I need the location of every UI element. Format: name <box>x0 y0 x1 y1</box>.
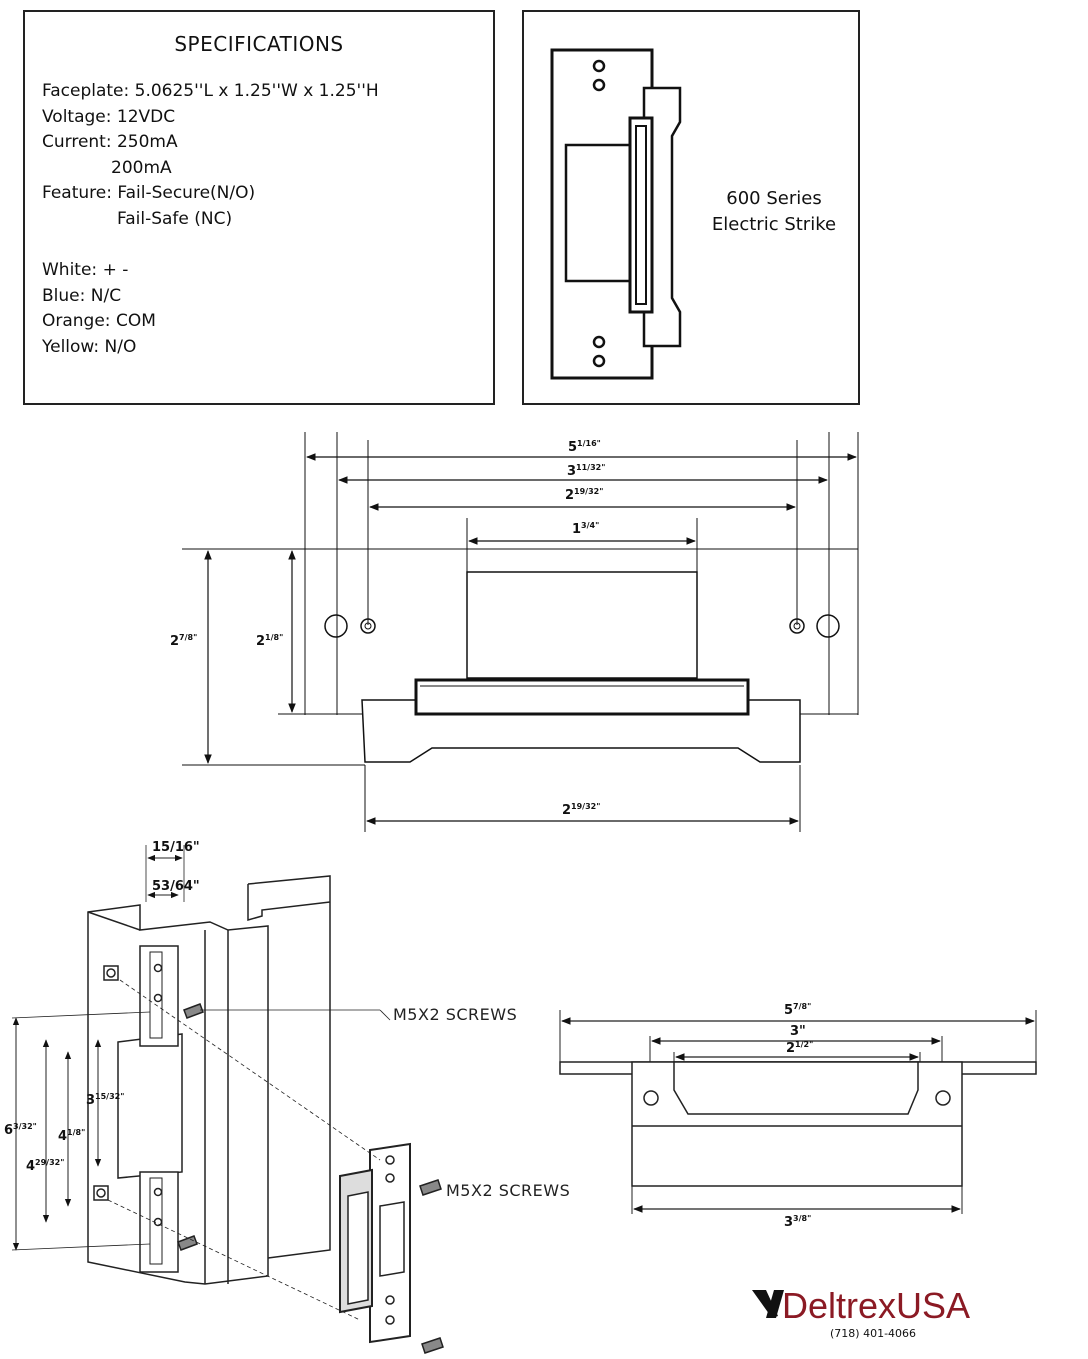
dim-top-holes: 3" <box>790 1024 806 1039</box>
specifications-title: SPECIFICATIONS <box>174 32 344 56</box>
dim-base-width: 219/32" <box>562 802 600 818</box>
specifications-panel: SPECIFICATIONS Faceplate: 5.0625''L x 1.… <box>23 10 495 405</box>
dim-hole-inner: 219/32" <box>565 487 603 503</box>
spec-wire-orange: Orange: COM <box>42 311 156 331</box>
brand-name: DeltrexUSA <box>782 1285 970 1326</box>
installation-drawing <box>11 845 444 1354</box>
model-series: 600 Series <box>726 188 822 209</box>
dim-hole-outer: 311/32" <box>567 463 605 479</box>
spec-wire-yellow: Yellow: N/O <box>42 337 137 357</box>
dim-top-body: 33/8" <box>784 1214 811 1230</box>
dim-overall-width: 51/16" <box>568 439 601 455</box>
dim-top-1: 15/16" <box>152 840 200 855</box>
screws-label-top: M5X2 SCREWS <box>393 1005 517 1024</box>
strike-front-drawing <box>550 48 682 380</box>
brand-logo: DeltrexUSA (718) 401-4066 <box>752 1285 970 1340</box>
screws-label-bottom: M5X2 SCREWS <box>446 1181 570 1200</box>
spec-feature-alt: Fail-Safe (NC) <box>117 209 233 229</box>
dim-plate-height: 21/8" <box>256 633 283 649</box>
brand-phone: (718) 401-4066 <box>830 1327 916 1340</box>
dim-keeper-width: 13/4" <box>572 521 599 537</box>
top-view-drawing <box>559 1010 1037 1214</box>
spec-wire-white: White: + - <box>42 260 129 280</box>
dim-top-keeper: 21/2" <box>786 1040 813 1056</box>
spec-wire-blue: Blue: N/C <box>42 286 122 306</box>
dim-install-inner: 41/8" <box>58 1128 85 1144</box>
spec-faceplate: Faceplate: 5.0625''L x 1.25''W x 1.25''H <box>42 81 379 101</box>
spec-feature: Feature: Fail-Secure(N/O) <box>42 183 256 203</box>
front-view-drawing <box>182 432 859 832</box>
dim-install-mid: 429/32" <box>26 1158 64 1174</box>
spec-current: Current: 250mA <box>42 132 178 152</box>
dim-install-cutout: 315/32" <box>86 1092 124 1108</box>
spec-voltage: Voltage: 12VDC <box>42 107 176 127</box>
model-panel: 600 Series Electric Strike <box>522 10 860 405</box>
model-type: Electric Strike <box>711 214 837 235</box>
dim-install-outer: 63/32" <box>4 1122 37 1138</box>
dim-overall-height: 27/8" <box>170 633 197 649</box>
dim-top-2: 53/64" <box>152 879 200 894</box>
dim-top-overall: 57/8" <box>784 1002 811 1018</box>
spec-current-alt: 200mA <box>111 158 172 178</box>
